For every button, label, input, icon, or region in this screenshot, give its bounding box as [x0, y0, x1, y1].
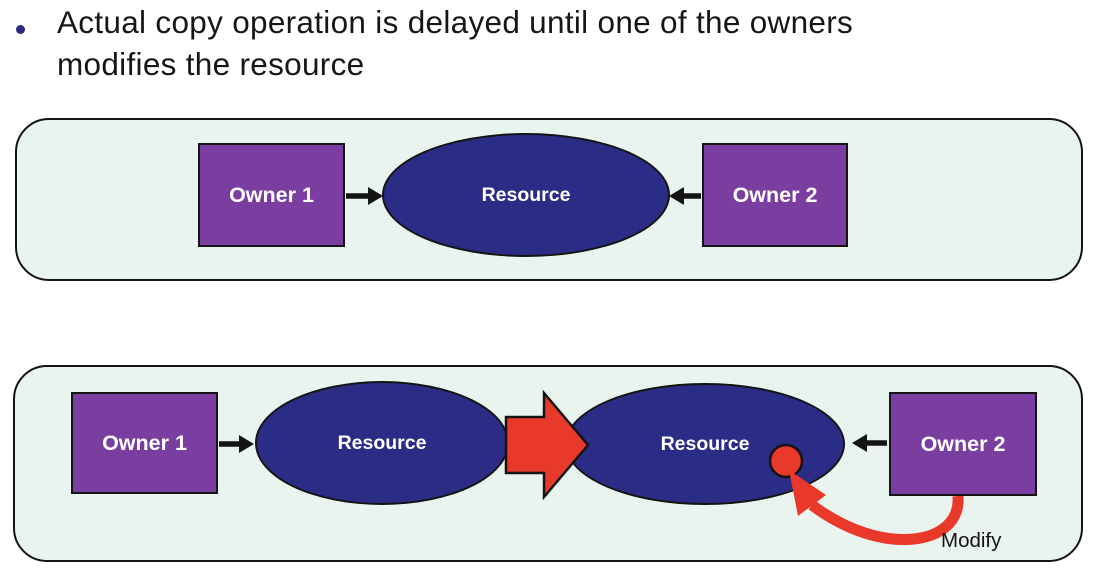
resource-original-ellipse: Resource — [255, 381, 509, 505]
owner1-box-before: Owner 1 — [198, 143, 345, 247]
slide-title: Actual copy operation is delayed until o… — [57, 1, 1067, 85]
title-line-2: modifies the resource — [57, 46, 365, 82]
owner2-label: Owner 2 — [920, 431, 1006, 456]
owner1-box-after: Owner 1 — [71, 392, 218, 494]
resource-label: Resource — [337, 431, 427, 454]
owner1-label: Owner 1 — [229, 182, 314, 207]
bullet-icon — [16, 25, 25, 34]
owner2-box-before: Owner 2 — [702, 143, 848, 247]
owner1-label: Owner 1 — [102, 430, 187, 455]
owner2-label: Owner 2 — [732, 182, 818, 207]
resource-ellipse-before: Resource — [382, 133, 670, 257]
resource-label: Resource — [481, 183, 571, 206]
resource-label: Resource — [660, 432, 750, 455]
resource-copy-ellipse: Resource — [565, 383, 845, 505]
modify-label: Modify — [941, 529, 1002, 552]
title-line-1: Actual copy operation is delayed until o… — [57, 4, 854, 40]
owner2-box-after: Owner 2 — [889, 392, 1037, 496]
